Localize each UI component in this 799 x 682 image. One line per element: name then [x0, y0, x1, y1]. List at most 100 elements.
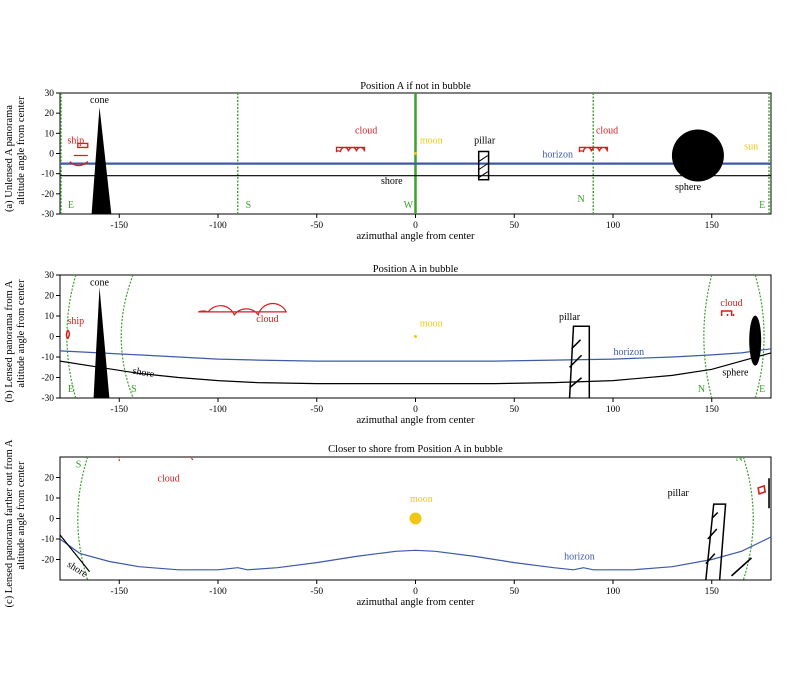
object-label: cone	[90, 277, 109, 288]
y-tick-label: -30	[41, 394, 54, 404]
pillar-hatch	[478, 155, 488, 179]
ship-shape	[757, 484, 767, 495]
meridian-curve	[77, 457, 89, 580]
x-tick-label: 0	[413, 405, 418, 415]
y-tick-label: -20	[41, 556, 54, 566]
meridian-curve	[66, 275, 77, 398]
y-tick-label: 20	[45, 109, 55, 119]
moon-shape	[414, 152, 417, 155]
moon-shape	[409, 512, 422, 525]
x-tick-label: -50	[310, 221, 323, 231]
x-tick-label: -100	[209, 405, 227, 415]
y-tick-label: -10	[41, 535, 54, 545]
x-axis-label: azimuthal angle from center	[356, 415, 475, 426]
series-shore	[60, 352, 771, 385]
y-tick-label: 0	[49, 333, 54, 343]
ship-shape	[65, 329, 71, 340]
y-tick-label: 10	[45, 312, 55, 322]
meridian-curve	[120, 275, 134, 398]
x-tick-label: 100	[606, 221, 621, 231]
object-label: shore	[381, 176, 403, 187]
direction-label: W	[404, 200, 414, 211]
object-label: moon	[420, 318, 443, 329]
y-tick-label: 30	[45, 271, 55, 281]
y-axis-label-2: altitude angle from center	[16, 461, 27, 570]
meridian-curve	[742, 457, 754, 580]
x-axis-label: azimuthal angle from center	[356, 597, 475, 608]
direction-label: S	[246, 200, 252, 211]
direction-label: E	[68, 384, 74, 395]
x-tick-label: 150	[705, 587, 720, 597]
series-horizon	[60, 536, 771, 571]
ship-shape	[69, 142, 89, 167]
x-tick-label: -150	[111, 405, 129, 415]
chart-title: Position A if not in bubble	[360, 81, 471, 92]
cloud-shape	[118, 457, 194, 462]
object-label: ship	[67, 135, 84, 146]
object-label: shore	[65, 559, 90, 580]
object-label: shore	[132, 366, 156, 381]
cloud-shape	[720, 310, 735, 316]
x-tick-label: -150	[111, 221, 129, 231]
x-tick-label: 0	[413, 221, 418, 231]
x-tick-label: 150	[705, 405, 720, 415]
object-label: sphere	[722, 367, 749, 378]
series-horizon	[60, 348, 771, 362]
y-tick-label: -20	[41, 190, 54, 200]
direction-label: E	[759, 384, 765, 395]
cone-shape	[93, 287, 110, 398]
y-tick-label: -30	[41, 210, 54, 220]
x-tick-label: 100	[606, 405, 621, 415]
y-tick-label: -20	[41, 374, 54, 384]
y-axis-label: (b) Lensed panorama from A	[4, 280, 15, 402]
x-tick-label: -100	[209, 221, 227, 231]
chart-title: Closer to shore from Position A in bubbl…	[328, 444, 503, 455]
direction-label: N	[735, 453, 742, 464]
direction-label: E	[68, 200, 74, 211]
x-tick-label: -100	[209, 587, 227, 597]
series-shore	[60, 534, 91, 573]
y-tick-label: 10	[45, 129, 55, 139]
x-tick-label: -50	[310, 587, 323, 597]
moon-shape	[414, 335, 417, 338]
y-tick-label: 0	[49, 515, 54, 525]
direction-label: S	[76, 459, 82, 470]
direction-label: S	[131, 384, 137, 395]
x-tick-label: 50	[510, 405, 520, 415]
object-label: ship	[67, 316, 84, 327]
object-label: horizon	[614, 347, 645, 358]
pillar-shape	[705, 503, 727, 580]
x-tick-label: 50	[510, 221, 520, 231]
direction-label: N	[698, 384, 705, 395]
y-tick-label: 10	[45, 494, 55, 504]
ship-shape	[68, 457, 70, 458]
y-tick-label: 0	[49, 150, 54, 160]
y-tick-label: 20	[45, 292, 55, 302]
x-tick-label: 0	[413, 587, 418, 597]
y-tick-label: 20	[45, 474, 55, 484]
sphere-shape	[749, 315, 762, 366]
y-tick-label: -10	[41, 170, 54, 180]
sphere-shape	[671, 129, 724, 182]
object-label: cloud	[158, 474, 180, 485]
cloud-shape	[198, 303, 288, 317]
meridian-curve	[703, 275, 713, 398]
object-label: cloud	[596, 125, 618, 136]
y-axis-label-2: altitude angle from center	[16, 279, 27, 388]
object-label: cloud	[720, 298, 742, 309]
object-label: horizon	[564, 552, 595, 563]
meridian-curve	[754, 275, 765, 398]
pillar-shape	[477, 150, 490, 181]
object-label: cloud	[256, 314, 278, 325]
cone-shape	[91, 107, 112, 214]
y-axis-label: (a) Unlensed A panorama	[4, 105, 15, 212]
object-label: pillar	[668, 488, 690, 499]
object-label: pillar	[474, 135, 496, 146]
x-tick-label: 100	[606, 587, 621, 597]
object-label: pillar	[559, 312, 581, 323]
pillar-shape	[568, 325, 591, 398]
